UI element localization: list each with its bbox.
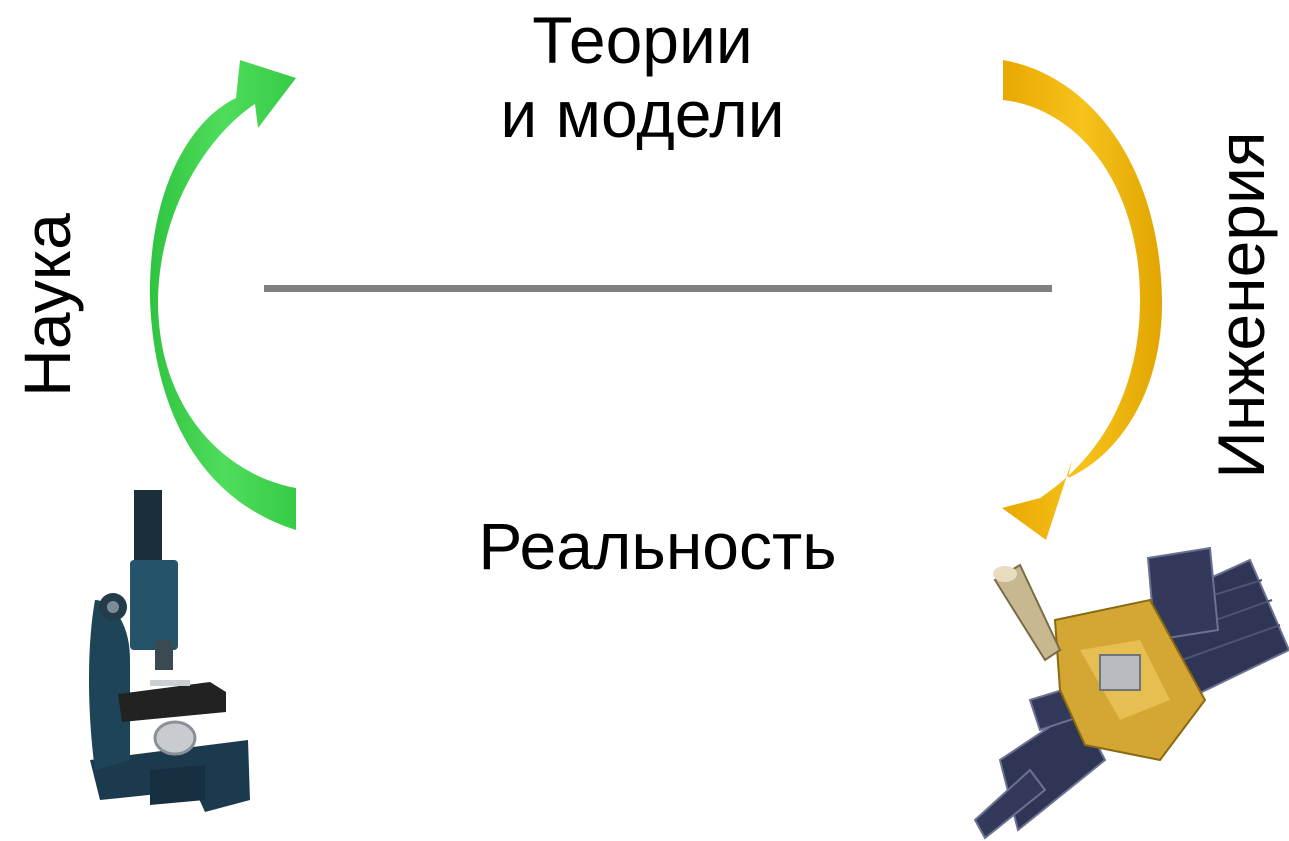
separator-line	[264, 285, 1052, 292]
engineering-arrow	[1002, 60, 1163, 540]
microscope-mirror	[153, 720, 197, 756]
science-arrow	[149, 60, 296, 530]
theories-label-line1: Теории	[532, 3, 753, 77]
theories-label-line2: и модели	[500, 76, 785, 151]
microscope-arm	[88, 593, 130, 770]
satellite-solar-panel-lower	[973, 678, 1107, 840]
microscope-tube	[130, 490, 178, 670]
reality-label: Реальность	[478, 509, 837, 583]
theories-and-models-label: Теории и модели	[0, 3, 1287, 152]
microscope-stage	[118, 680, 226, 722]
satellite-body	[1053, 598, 1207, 762]
satellite-antenna	[993, 563, 1062, 662]
